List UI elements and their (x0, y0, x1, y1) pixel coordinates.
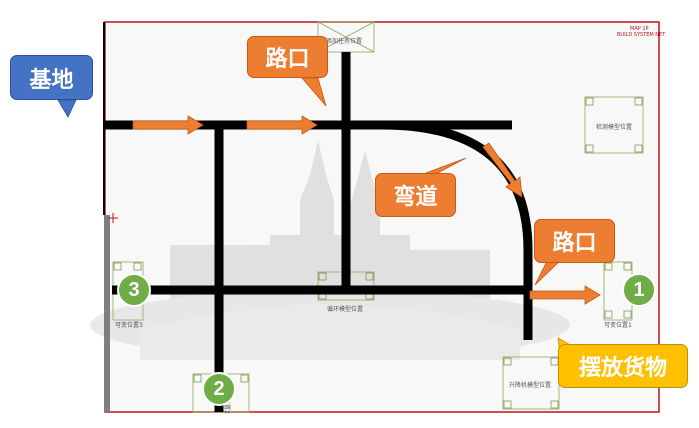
tag-center: 循环模型位置 (327, 306, 364, 313)
position-marker-3: 3 (117, 273, 151, 307)
junction-right-callout: 路口 (534, 219, 615, 263)
tag-left-mid: 可变位置3 (115, 322, 143, 329)
crosshair-marker (108, 213, 118, 223)
corner-text-2: BUILD SYSTEM NET (617, 32, 666, 38)
base-callout: 基地 (10, 55, 93, 100)
junction-top-callout: 路口 (247, 36, 328, 78)
tag-top-center: 添加任务位置 (326, 38, 363, 45)
direction-arrows (132, 115, 601, 305)
position-marker-2: 2 (202, 372, 236, 406)
tag-right-top: 检测模型位置 (596, 124, 633, 131)
curve-callout: 弯道 (375, 173, 456, 217)
left-rail (104, 215, 110, 412)
position-marker-1: 1 (622, 273, 656, 307)
tag-right-mid: 可变位置1 (604, 322, 632, 329)
place-cargo-callout: 摆放货物 (558, 344, 688, 388)
tag-bottom-right: 升降机模型位置 (509, 382, 552, 389)
corner-text-1: MAP 1P (630, 26, 649, 32)
